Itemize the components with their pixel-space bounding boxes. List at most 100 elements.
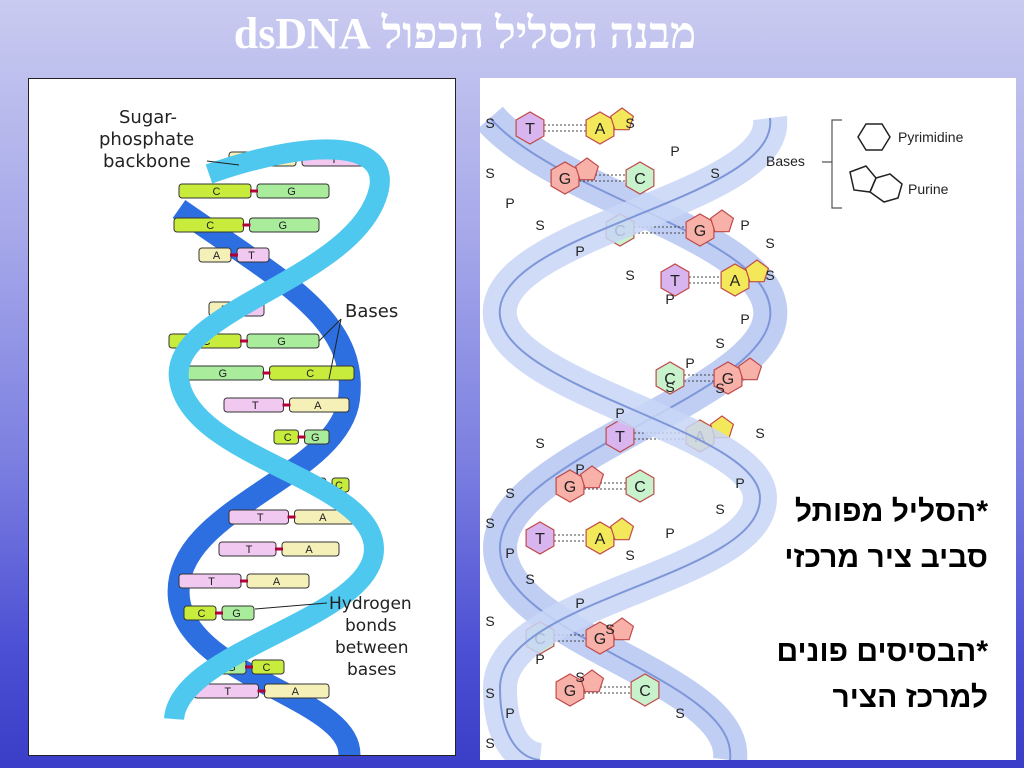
right-base-letter: T	[525, 121, 535, 138]
backbone-letter: S	[755, 425, 764, 441]
right-base-letter: C	[634, 171, 646, 188]
backbone-letter: S	[715, 380, 724, 396]
label-backbone-2: phosphate	[99, 129, 194, 150]
right-base-letter: G	[559, 171, 571, 188]
backbone-letter: S	[535, 217, 544, 233]
backbone-letter: S	[485, 115, 494, 131]
backbone-letter: P	[665, 291, 674, 307]
left-base-letter: A	[292, 686, 300, 698]
backbone-letter: S	[715, 335, 724, 351]
backbone-letter: P	[665, 525, 674, 541]
backbone-letter: S	[575, 669, 584, 685]
label-backbone-1: Sugar-	[119, 107, 177, 128]
backbone-letter: P	[575, 595, 584, 611]
right-ribbon-front-edge	[498, 117, 772, 760]
left-base-letter: G	[287, 186, 296, 198]
right-base-letter: G	[594, 631, 606, 648]
slide-title: מבנה הסליל הכפול dsDNA	[233, 9, 697, 58]
left-base-letter: C	[335, 480, 343, 492]
backbone-letter: S	[485, 515, 494, 531]
right-base-letter: G	[694, 223, 706, 240]
backbone-letter: S	[485, 613, 494, 629]
legend-bases-label: Bases	[766, 153, 805, 169]
left-base-letter: G	[232, 608, 241, 620]
left-base-letter: T	[208, 576, 215, 588]
backbone-letter: S	[625, 115, 634, 131]
backbone-letter: S	[765, 235, 774, 251]
backbone-letter: S	[675, 705, 684, 721]
right-base-letter: C	[664, 371, 676, 388]
right-base-letter: G	[564, 479, 576, 496]
left-base-letter: A	[319, 512, 327, 524]
backbone-letter: S	[765, 267, 774, 283]
backbone-letter: S	[625, 547, 634, 563]
label-hbonds-4: bases	[347, 660, 397, 680]
right-base-letter: A	[595, 121, 606, 138]
backbone-letter: P	[685, 355, 694, 371]
backbone-letter: P	[740, 311, 749, 327]
left-base-letter: C	[306, 368, 314, 380]
left-base-letter: A	[273, 576, 281, 588]
left-base-letter: A	[305, 544, 313, 556]
right-base-letter: T	[535, 531, 545, 548]
left-base-letter: T	[248, 250, 255, 262]
backbone-letter: S	[485, 165, 494, 181]
label-backbone-3: backbone	[103, 151, 191, 172]
backbone-letter: P	[505, 705, 514, 721]
backbone-letter: S	[505, 485, 514, 501]
right-base-letter: T	[670, 273, 680, 290]
backbone-letter: S	[535, 435, 544, 451]
backbone-letter: S	[605, 621, 614, 637]
label-bases: Bases	[345, 301, 398, 322]
label-hbonds-1: Hydrogen	[329, 594, 412, 614]
bases-legend: Bases Pyrimidine Purine	[766, 119, 964, 209]
label-hbonds-3: between	[335, 638, 409, 658]
right-base-letter: A	[730, 273, 741, 290]
left-base-letter: G	[218, 368, 227, 380]
left-base-letter: G	[311, 432, 320, 444]
right-base-letter: A	[595, 531, 606, 548]
backbone-letter: P	[505, 195, 514, 211]
backbone-letter: S	[485, 735, 494, 751]
left-front-strand	[164, 139, 390, 721]
left-base-letter: T	[252, 400, 259, 412]
left-base-letter: C	[198, 608, 206, 620]
legend-pyrimidine: Pyrimidine	[898, 129, 964, 145]
backbone-letter: P	[505, 545, 514, 561]
backbone-letter: P	[575, 461, 584, 477]
backbone-letter: S	[710, 165, 719, 181]
left-base-letter: A	[314, 400, 322, 412]
left-base-letter: G	[278, 220, 287, 232]
backbone-letter: S	[525, 571, 534, 587]
right-base-letter: T	[615, 429, 625, 446]
right-base-letter: G	[722, 371, 734, 388]
backbone-letter: P	[735, 475, 744, 491]
left-base-letter: C	[206, 220, 214, 232]
backbone-letter: S	[625, 267, 634, 283]
label-hbonds-2: bonds	[345, 616, 397, 636]
backbone-letter: P	[535, 651, 544, 667]
backbone-letter: P	[615, 405, 624, 421]
pyrimidine-hexagon-icon	[857, 123, 891, 151]
right-base-letter: C	[634, 479, 646, 496]
left-base-letter: G	[277, 336, 286, 348]
right-base-letter: G	[564, 683, 576, 700]
